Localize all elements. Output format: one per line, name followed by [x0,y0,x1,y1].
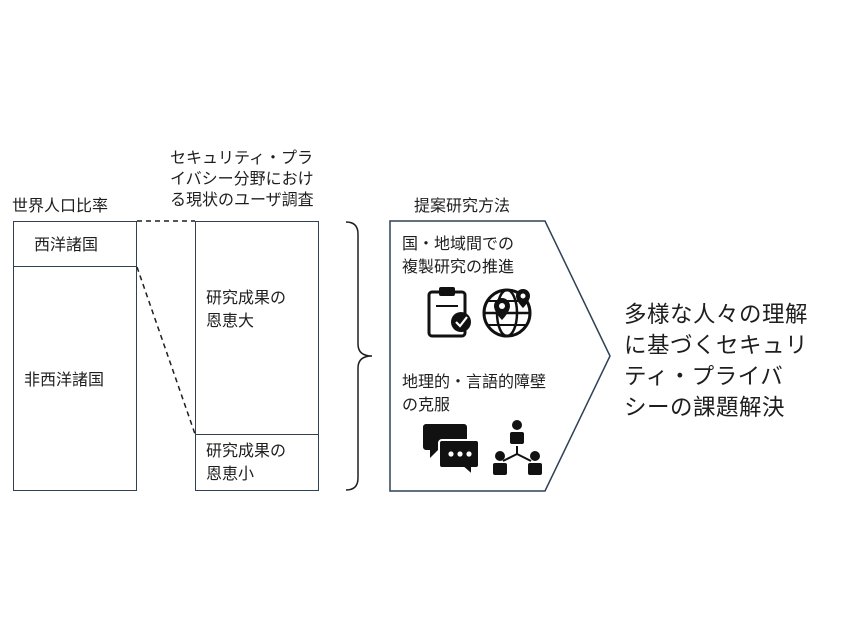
large-benefit-box: 研究成果の 恩恵大 [195,221,319,435]
small-benefit-label: 研究成果の 恩恵小 [206,439,286,485]
globe-pin-icon [482,288,532,338]
proposal-title: 提案研究方法 [414,196,511,215]
current-state-title-line-1: セキュリティ・プラ [170,148,314,167]
non-western-box: 非西洋諸国 [13,266,137,491]
clipboard-check-icon [427,287,471,338]
world-ratio-title: 世界人口比率 [12,196,109,215]
connector-bottom-dashed [136,266,196,435]
current-state-title-line-2: イバシー分野におけ [170,169,314,188]
non-western-label: 非西洋諸国 [24,370,105,389]
conclusion-text: 多様な人々の理解 に基づくセキュリ ティ・プライバ シーの課題解決 [624,300,808,424]
proposal-item-barriers-line-2: の克服 [402,395,451,414]
curly-brace [345,221,373,491]
proposal-item-replication: 国・地域間での 複製研究の推進 [402,232,514,278]
current-state-title-line-3: る現状のユーザ調査 [170,190,314,209]
proposal-item-barriers: 地理的・言語的障壁 の克服 [402,370,546,416]
small-benefit-line-2: 恩恵小 [206,464,255,483]
current-state-title: セキュリティ・プラ イバシー分野におけ る現状のユーザ調査 [170,147,314,210]
people-network-icon [493,420,542,475]
large-benefit-label: 研究成果の 恩恵大 [206,286,286,332]
conclusion-line-1: 多様な人々の理解 [624,302,809,328]
western-label: 西洋諸国 [34,235,99,254]
large-benefit-line-1: 研究成果の [206,288,287,307]
large-benefit-line-2: 恩恵大 [206,311,255,330]
conclusion-line-3: ティ・プライバ [624,364,784,390]
proposal-item-replication-line-1: 国・地域間での [402,234,515,253]
small-benefit-box: 研究成果の 恩恵小 [195,434,319,491]
proposal-item-replication-line-2: 複製研究の推進 [402,257,515,276]
proposal-item-barriers-line-1: 地理的・言語的障壁 [402,372,547,391]
chat-bubbles-icon [423,424,480,478]
conclusion-line-4: シーの課題解決 [624,395,786,421]
conclusion-line-2: に基づくセキュリ [624,333,809,359]
western-box: 西洋諸国 [13,221,137,267]
small-benefit-line-1: 研究成果の [206,441,287,460]
